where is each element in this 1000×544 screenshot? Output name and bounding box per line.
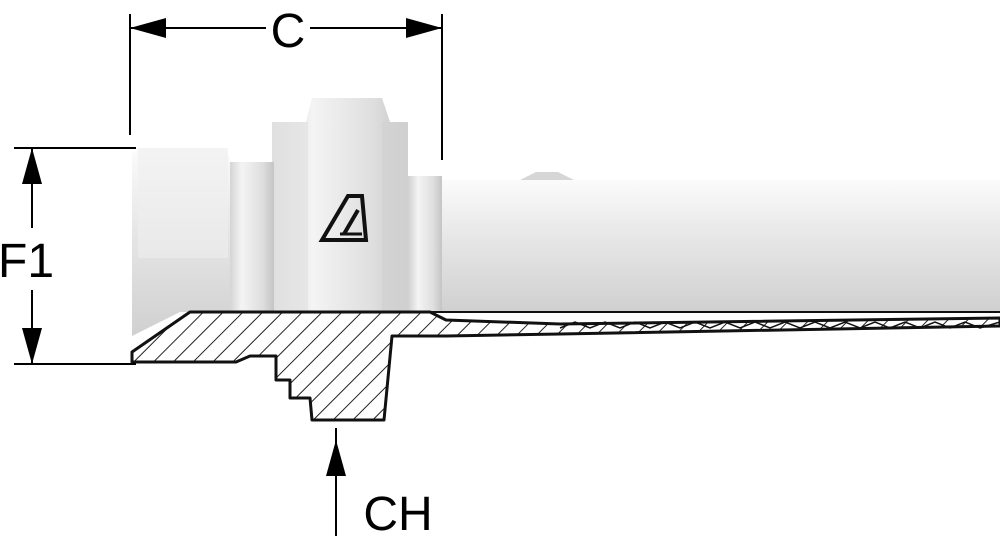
bore-serrations	[559, 321, 1000, 329]
f1-arrow-top	[22, 148, 42, 184]
fitting-section-view	[130, 310, 1000, 422]
hose-tail	[440, 180, 1000, 312]
label-ch: CH	[363, 488, 432, 539]
tail-barbs	[520, 172, 574, 180]
neck	[228, 162, 274, 312]
f1-arrow-bottom	[22, 328, 42, 364]
c-arrow-right	[406, 18, 442, 38]
manufacturer-logo-icon	[318, 194, 369, 242]
ch-arrow-up	[326, 440, 346, 476]
label-c: C	[271, 5, 306, 58]
dimension-f1: F1	[0, 147, 136, 365]
fitting-external-view	[132, 98, 1000, 336]
c-arrow-left	[130, 18, 166, 38]
section-hatch	[130, 310, 1000, 422]
label-f1: F1	[0, 235, 54, 288]
collar-section	[408, 176, 442, 312]
dimension-c: C	[129, 5, 443, 160]
dimension-ch: CH	[326, 428, 433, 541]
